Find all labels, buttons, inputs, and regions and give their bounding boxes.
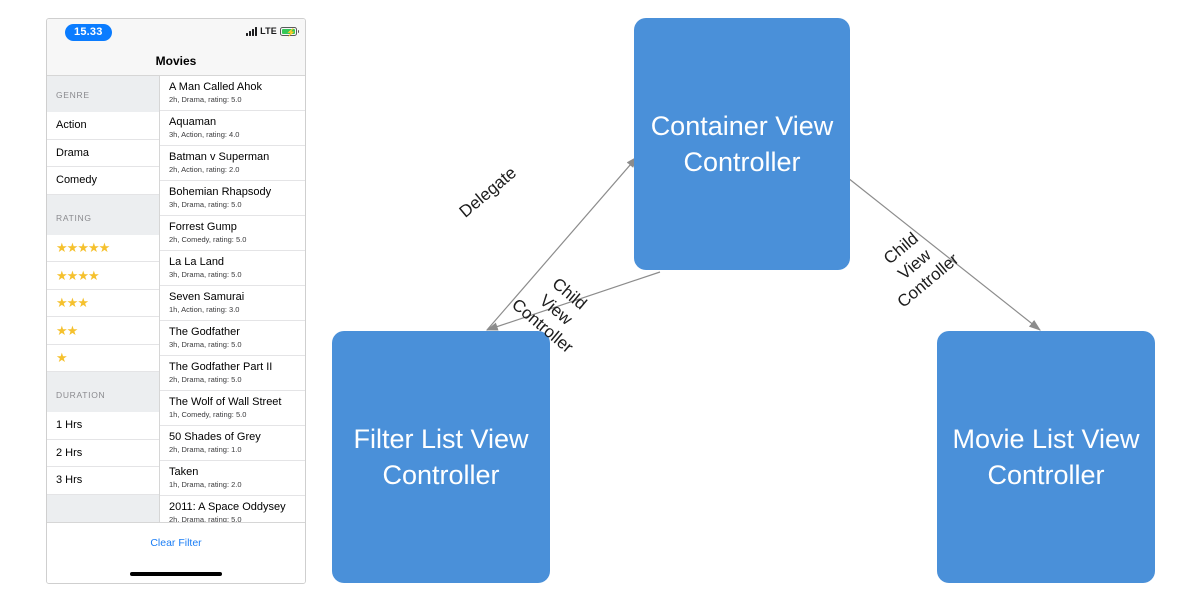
movie-list-item[interactable]: The Godfather 3h, Drama, rating: 5.0 bbox=[160, 321, 305, 356]
movie-title: Forrest Gump bbox=[169, 221, 237, 233]
movie-detail: 3h, Drama, rating: 5.0 bbox=[169, 270, 242, 279]
filter-row-rating[interactable]: ★★★★★ bbox=[47, 235, 159, 262]
edge-label-child-view-controller-right: Child View Controller bbox=[880, 228, 963, 312]
star-icon: ★ bbox=[56, 350, 68, 366]
movie-title: La La Land bbox=[169, 256, 225, 268]
node-filter-list-view-controller[interactable]: Filter List View Controller bbox=[332, 331, 550, 583]
movie-detail: 2h, Drama, rating: 1.0 bbox=[169, 445, 242, 454]
filter-row-rating[interactable]: ★★★★ bbox=[47, 262, 159, 290]
movie-title: The Wolf of Wall Street bbox=[169, 396, 282, 408]
node-filter-label: Filter List View Controller bbox=[353, 424, 529, 490]
movie-title: 50 Shades of Grey bbox=[169, 431, 261, 443]
movie-list-item[interactable]: The Godfather Part II 2h, Drama, rating: … bbox=[160, 356, 305, 391]
star-icon: ★ bbox=[98, 240, 111, 256]
movie-detail: 3h, Action, rating: 4.0 bbox=[169, 130, 240, 139]
filter-section-header: DURATION bbox=[47, 372, 159, 412]
movie-list-item[interactable]: Forrest Gump 2h, Comedy, rating: 5.0 bbox=[160, 216, 305, 251]
movie-detail: 2h, Drama, rating: 5.0 bbox=[169, 515, 242, 522]
star-icon: ★ bbox=[66, 295, 79, 311]
movie-title: A Man Called Ahok bbox=[169, 81, 262, 93]
node-movie-list-view-controller[interactable]: Movie List View Controller bbox=[937, 331, 1155, 583]
filter-section-header: RATING bbox=[47, 194, 159, 235]
movie-detail: 3h, Drama, rating: 5.0 bbox=[169, 200, 242, 209]
movie-detail: 2h, Drama, rating: 5.0 bbox=[169, 95, 242, 104]
node-container-label: Container View Controller bbox=[650, 111, 834, 177]
node-movie-label: Movie List View Controller bbox=[952, 424, 1140, 490]
movie-title: The Godfather Part II bbox=[169, 361, 273, 373]
star-icon: ★ bbox=[56, 267, 68, 283]
star-icon: ★ bbox=[56, 322, 68, 338]
movie-list-item[interactable]: Bohemian Rhapsody 3h, Drama, rating: 5.0 bbox=[160, 181, 305, 216]
movie-title: Aquaman bbox=[169, 116, 217, 128]
star-icon: ★ bbox=[77, 240, 89, 256]
star-icon: ★ bbox=[87, 267, 100, 283]
movie-detail: 1h, Comedy, rating: 5.0 bbox=[169, 410, 247, 419]
status-bar-time: 15.33 bbox=[65, 24, 112, 41]
star-icon: ★ bbox=[77, 295, 89, 311]
movie-list-item[interactable]: A Man Called Ahok 2h, Drama, rating: 5.0 bbox=[160, 76, 305, 111]
filter-row[interactable]: 1 Hrs bbox=[47, 412, 159, 440]
filter-row[interactable]: Comedy bbox=[47, 167, 159, 195]
movie-title: Bohemian Rhapsody bbox=[169, 186, 272, 198]
filter-row[interactable]: Drama bbox=[47, 140, 159, 167]
filter-row-rating[interactable]: ★ bbox=[47, 345, 159, 372]
filter-pane-spacer bbox=[47, 494, 159, 522]
star-icon: ★ bbox=[87, 240, 100, 256]
star-icon: ★ bbox=[56, 295, 68, 311]
star-icon: ★ bbox=[66, 322, 79, 338]
star-icon: ★ bbox=[77, 267, 89, 283]
movie-title: Taken bbox=[169, 466, 199, 478]
filter-footer: Clear Filter bbox=[47, 523, 305, 583]
star-icon: ★ bbox=[66, 240, 79, 256]
movie-detail: 1h, Drama, rating: 2.0 bbox=[169, 480, 242, 489]
node-container-view-controller[interactable]: Container View Controller bbox=[634, 18, 850, 270]
movie-detail: 2h, Drama, rating: 5.0 bbox=[169, 375, 242, 384]
nav-bar: Movies bbox=[47, 47, 305, 76]
movie-list-item[interactable]: The Wolf of Wall Street 1h, Comedy, ratin… bbox=[160, 391, 305, 426]
star-icon: ★ bbox=[56, 240, 68, 256]
movie-detail: 2h, Comedy, rating: 5.0 bbox=[169, 235, 247, 244]
movie-list-item[interactable]: 2011: A Space Oddysey 2h, Drama, rating: … bbox=[160, 496, 305, 522]
clear-filter-button[interactable]: Clear Filter bbox=[150, 537, 202, 549]
movie-list-item[interactable]: Seven Samurai 1h, Action, rating: 3.0 bbox=[160, 286, 305, 321]
status-bar: 15.33 LTE ⚡ bbox=[47, 19, 305, 47]
home-indicator bbox=[130, 572, 222, 576]
filter-row[interactable]: 2 Hrs bbox=[47, 440, 159, 467]
movie-list-item[interactable]: 50 Shades of Grey 2h, Drama, rating: 1.0 bbox=[160, 426, 305, 461]
movie-list-item[interactable]: Taken 1h, Drama, rating: 2.0 bbox=[160, 461, 305, 496]
movie-title: 2011: A Space Oddysey bbox=[169, 501, 286, 513]
signal-bars-icon bbox=[246, 26, 258, 36]
page-title: Movies bbox=[155, 54, 197, 68]
movie-title: Batman v Superman bbox=[169, 151, 270, 163]
movie-list-item[interactable]: La La Land 3h, Drama, rating: 5.0 bbox=[160, 251, 305, 286]
filter-row[interactable]: 3 Hrs bbox=[47, 467, 159, 495]
network-type-label: LTE bbox=[260, 26, 277, 36]
edge-label-delegate: Delegate bbox=[455, 163, 520, 222]
movie-detail: 3h, Drama, rating: 5.0 bbox=[169, 340, 242, 349]
movie-detail: 2h, Action, rating: 2.0 bbox=[169, 165, 240, 174]
filter-row-rating[interactable]: ★★ bbox=[47, 317, 159, 345]
movie-title: Seven Samurai bbox=[169, 291, 245, 303]
movie-title: The Godfather bbox=[169, 326, 240, 338]
movie-list-item[interactable]: Batman v Superman 2h, Action, rating: 2.0 bbox=[160, 146, 305, 181]
filter-row[interactable]: Action bbox=[47, 112, 159, 140]
battery-charging-icon: ⚡ bbox=[280, 26, 299, 37]
movie-detail: 1h, Action, rating: 3.0 bbox=[169, 305, 240, 314]
filter-section-header: GENRE bbox=[47, 76, 159, 112]
filter-row-rating[interactable]: ★★★ bbox=[47, 290, 159, 317]
movie-list-item[interactable]: Aquaman 3h, Action, rating: 4.0 bbox=[160, 111, 305, 146]
status-bar-indicators: LTE ⚡ bbox=[246, 26, 299, 37]
star-icon: ★ bbox=[66, 267, 79, 283]
